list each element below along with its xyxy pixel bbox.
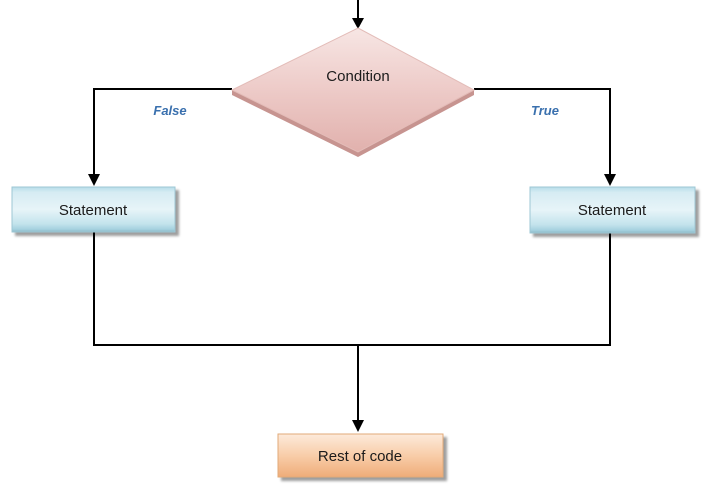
false-statement-node: Statement xyxy=(11,186,176,233)
condition-node: Condition xyxy=(230,27,476,157)
true-branch-label: True xyxy=(531,103,559,118)
connector-false-branch xyxy=(93,88,232,176)
arrowheads xyxy=(88,18,616,432)
false-statement-box xyxy=(11,186,176,233)
true-statement-box xyxy=(529,186,696,234)
rest-of-code-box xyxy=(277,433,444,478)
arrowhead-into-condition xyxy=(352,18,364,29)
true-statement-label: Statement xyxy=(578,202,647,219)
false-statement-label: Statement xyxy=(59,202,128,219)
arrowhead-into-true-statement xyxy=(604,174,616,186)
connector-true-branch xyxy=(474,88,611,176)
condition-diamond xyxy=(230,27,476,153)
arrowhead-into-false-statement xyxy=(88,174,100,186)
false-branch-label: False xyxy=(153,103,186,118)
condition-label: Condition xyxy=(326,68,389,85)
arrowhead-into-rest-of-code xyxy=(352,420,364,432)
true-statement-node: Statement xyxy=(529,186,696,234)
connector-lines xyxy=(93,0,611,420)
rest-of-code-node: Rest of code xyxy=(277,433,444,478)
rest-of-code-label: Rest of code xyxy=(318,448,402,465)
